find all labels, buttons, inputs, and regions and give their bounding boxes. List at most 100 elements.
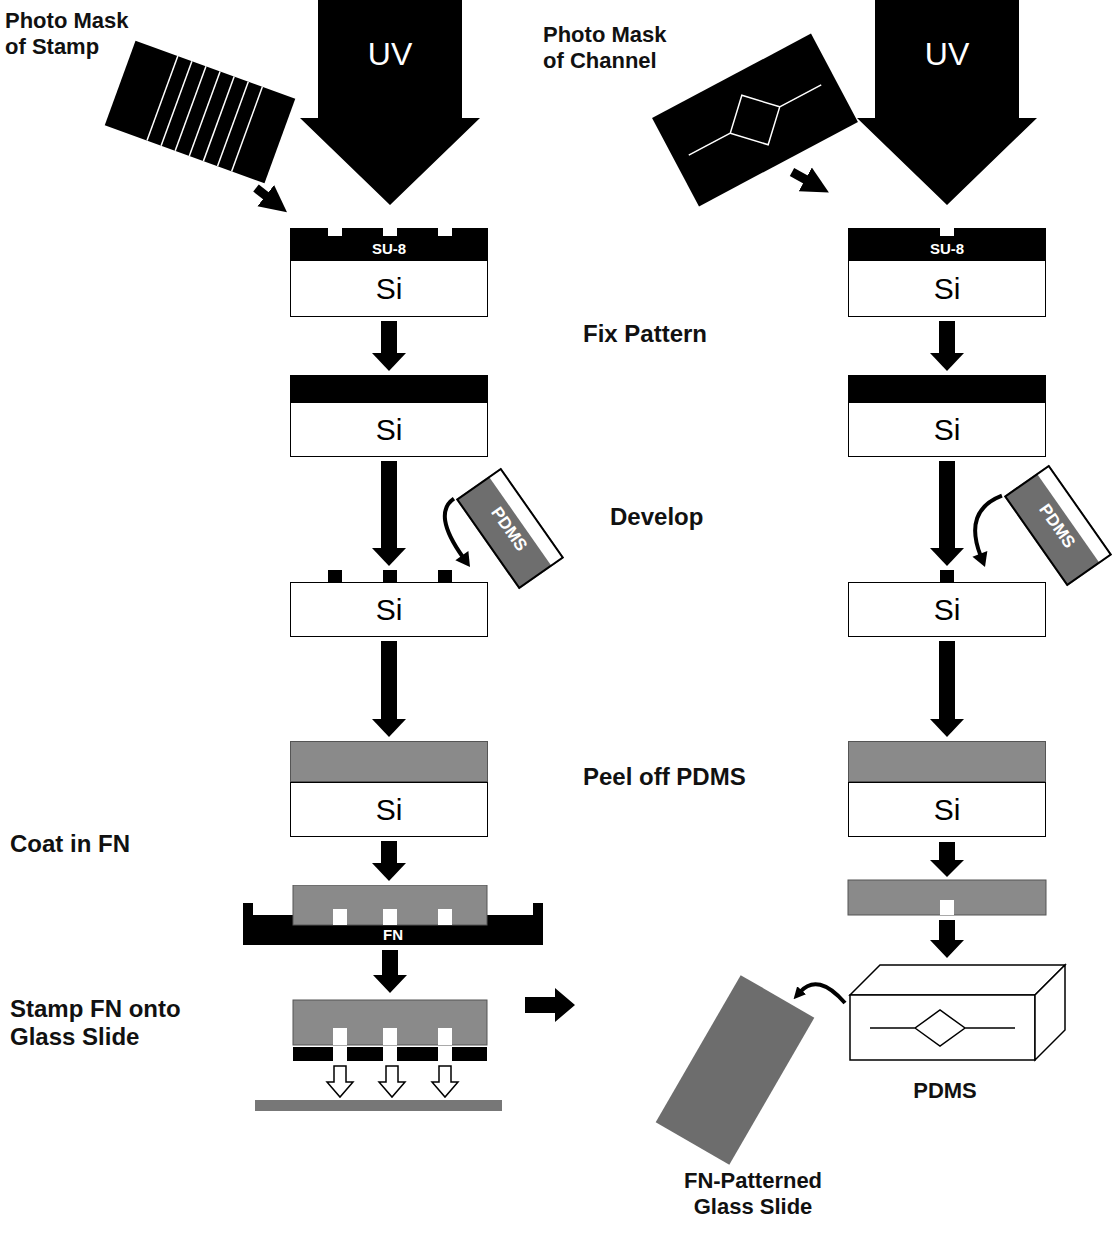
process-arrow (372, 321, 406, 371)
su8-text-holder: SU-8 (848, 240, 1046, 258)
stamp-cavity (383, 909, 397, 925)
step-label: Stamp FN onto Glass Slide (10, 995, 215, 1052)
silicon-wafer: Si (848, 782, 1046, 837)
su8-film (848, 375, 1046, 402)
curved-arrow (800, 984, 845, 1003)
step-arrow (930, 920, 964, 958)
su8-pillar (438, 570, 452, 582)
step-label: Fix Pattern (583, 320, 707, 348)
step-arrow (373, 950, 407, 993)
su8-pillar (940, 570, 954, 582)
step-label: Peel off PDMS (583, 763, 746, 791)
pdms-block: PDMS (456, 467, 564, 589)
peeled-pdms-slab (848, 880, 1046, 915)
pdms-layer (290, 741, 488, 782)
fn-tray (243, 903, 543, 945)
arrowhead (930, 719, 964, 737)
material-label: FN (383, 926, 403, 943)
uv-text-holder: UV (857, 36, 1037, 73)
wafer-stack: Si (290, 375, 488, 457)
exposure-notch (383, 228, 397, 236)
su8-layer: SU-8 (848, 228, 1046, 260)
uv-arrow-shape (300, 0, 480, 205)
process-arrow (930, 641, 964, 737)
pdms-layer (848, 741, 1046, 782)
su8-layer: SU-8 (290, 228, 488, 260)
material-label: Si (934, 593, 961, 627)
wafer-stack: Si SU-8 (848, 228, 1046, 317)
exposure-notch (940, 228, 954, 236)
fn-text-holder: FN (243, 926, 543, 944)
su8-pillar (383, 570, 397, 582)
stamp-cavity (438, 909, 452, 925)
stamp-photomask (105, 41, 296, 184)
silicon-wafer: Si (848, 260, 1046, 317)
material-label: Si (376, 272, 403, 306)
arrow-shaft (939, 461, 955, 548)
mask-arrow (792, 172, 810, 182)
uv-text-holder: UV (300, 36, 480, 73)
wafer-stack: Si (848, 570, 1046, 637)
fn-coating-tray: FN (243, 885, 543, 945)
wafer-stack: Si (848, 375, 1046, 457)
stamp-cavity (333, 909, 347, 925)
uv-label: UV (368, 36, 412, 72)
material-label: Si (934, 272, 961, 306)
arrowhead (372, 863, 406, 881)
silicon-wafer: Si (290, 260, 488, 317)
uv-label: UV (925, 36, 969, 72)
process-arrow (372, 461, 406, 566)
step-label: Coat in FN (10, 830, 130, 858)
wafer-stack: Si SU-8 (290, 228, 488, 317)
uv-arrow-body (300, 0, 480, 205)
mask-arrow (256, 188, 270, 199)
silicon-wafer: Si (290, 402, 488, 457)
wafer-stack: Si (290, 741, 488, 837)
step-label: Photo Mask of Stamp (5, 8, 145, 60)
channel-photomask (652, 34, 858, 207)
step-label: PDMS (900, 1078, 990, 1104)
process-arrow (972, 496, 1001, 567)
material-label: Si (934, 413, 961, 447)
arrow-shaft (939, 641, 955, 719)
silicon-wafer: Si (848, 582, 1046, 637)
arrow-shaft (381, 321, 397, 353)
process-arrow (372, 841, 406, 881)
uv-arrow-shape (857, 0, 1037, 205)
material-label: Si (376, 413, 403, 447)
pdms-stamp (293, 885, 487, 925)
arrow-shaft (939, 321, 955, 353)
exposure-notch (438, 228, 452, 236)
process-arrow (372, 641, 406, 737)
material-label: Si (376, 593, 403, 627)
su8-film (290, 375, 488, 402)
arrowhead (930, 353, 964, 371)
uv-arrow-body (857, 0, 1037, 205)
step-label: Photo Mask of Channel (543, 22, 683, 74)
curved-arrow-line (445, 499, 463, 558)
silicon-wafer: Si (848, 402, 1046, 457)
su8-text-holder: SU-8 (290, 240, 488, 258)
step-label: FN-Patterned Glass Slide (663, 1168, 843, 1220)
curved-arrow-line (975, 496, 1002, 556)
arrowhead (972, 551, 987, 567)
uv-light-arrow: UV (857, 0, 1037, 205)
arrow-shaft (381, 641, 397, 719)
silicon-wafer: Si (290, 582, 488, 637)
fn-patterned-glass-slide (656, 975, 815, 1165)
material-label: Si (934, 793, 961, 827)
step-label: Develop (610, 503, 703, 531)
process-arrow (930, 321, 964, 371)
material-label: SU-8 (930, 240, 964, 257)
arrowhead (372, 719, 406, 737)
silicon-wafer: Si (290, 782, 488, 837)
stamping-step (255, 1000, 502, 1111)
su8-pillar (328, 570, 342, 582)
arrowhead (372, 548, 406, 566)
arrowhead (930, 548, 964, 566)
arrowhead (372, 353, 406, 371)
pdms-block: PDMS (1004, 464, 1112, 586)
step-arrow (930, 842, 964, 877)
wafer-stack: Si (848, 741, 1046, 837)
